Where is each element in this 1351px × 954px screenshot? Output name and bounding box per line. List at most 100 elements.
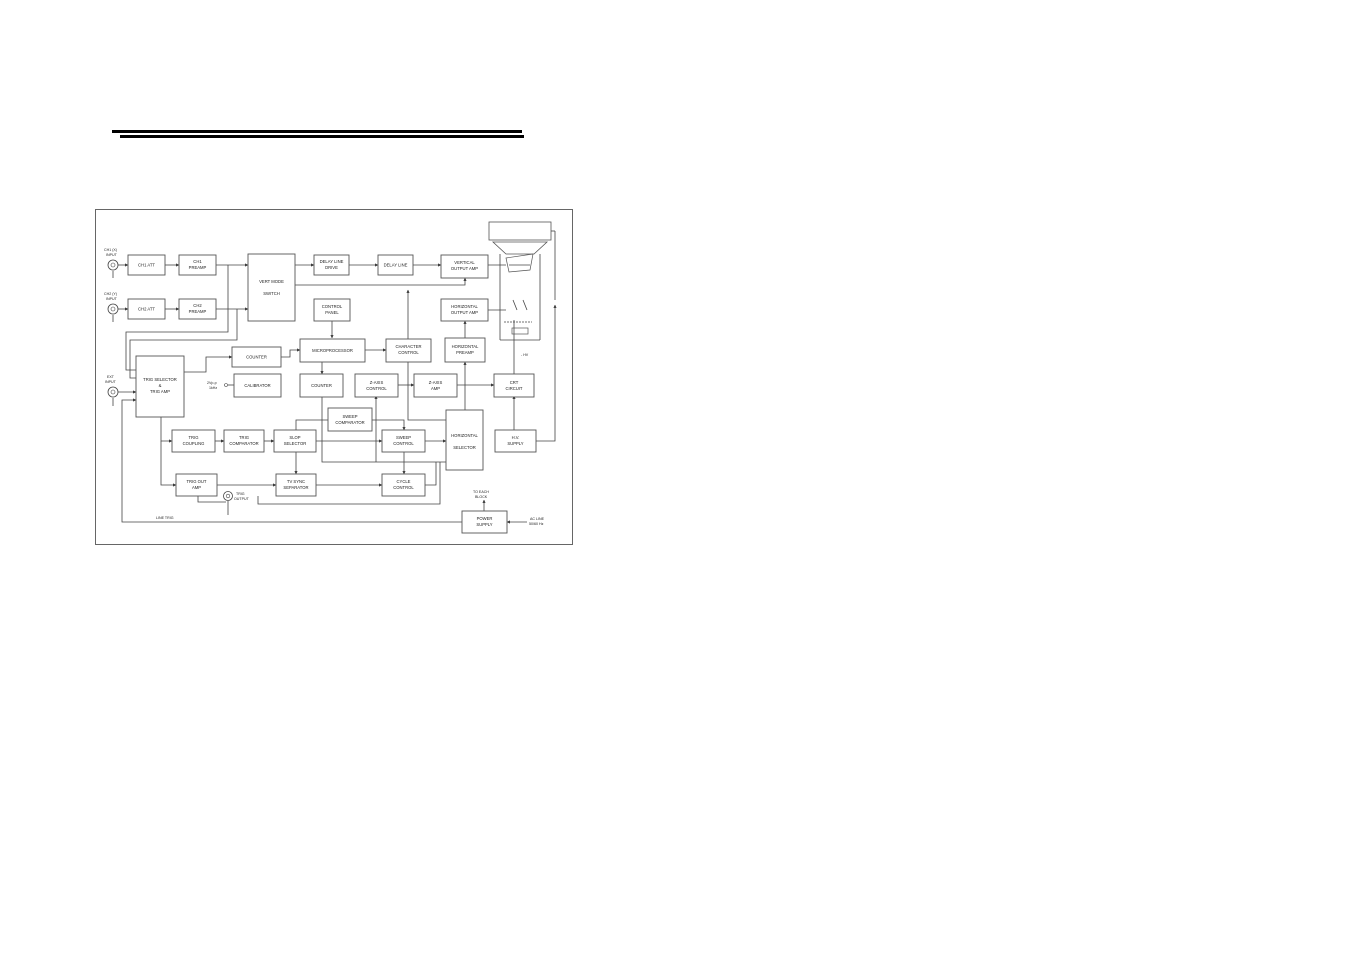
svg-text:PREAMP: PREAMP — [189, 265, 207, 270]
svg-text:CONTROL: CONTROL — [366, 386, 387, 391]
svg-text:SWEEP: SWEEP — [342, 414, 357, 419]
block-delay-line: DELAY LINE — [377, 254, 414, 276]
svg-text:CONTROL: CONTROL — [393, 485, 414, 490]
svg-text:H.V.: H.V. — [512, 435, 520, 440]
svg-text:AMP: AMP — [431, 386, 440, 391]
block-z-axis-control: Z-AXIS CONTROL — [354, 373, 399, 398]
ext-input-label-2: INPUT — [105, 380, 117, 384]
svg-text:COMPARATOR: COMPARATOR — [335, 420, 364, 425]
svg-text:MICROPROCESSOR: MICROPROCESSOR — [312, 348, 353, 353]
svg-text:HORIZONTAL: HORIZONTAL — [451, 433, 478, 438]
svg-text:OUTPUT AMP: OUTPUT AMP — [451, 310, 478, 315]
svg-text:DELAY LINE: DELAY LINE — [320, 259, 344, 264]
ext-input-label-1: EXT — [107, 375, 115, 379]
svg-text:DRIVE: DRIVE — [325, 265, 338, 270]
svg-text:CH2: CH2 — [193, 303, 202, 308]
svg-text:PREAMP: PREAMP — [456, 350, 474, 355]
block-ch1-preamp: CH1 PREAMP — [178, 254, 217, 276]
block-ch2-preamp: CH2 PREAMP — [178, 298, 217, 320]
block-power-supply: POWER SUPPLY — [461, 510, 508, 534]
svg-text:CONTROL: CONTROL — [322, 304, 343, 309]
svg-text:TRIG: TRIG — [239, 435, 249, 440]
block-control-panel: CONTROL PANEL — [313, 298, 351, 322]
svg-text:HORIZONTAL: HORIZONTAL — [451, 304, 478, 309]
svg-text:TRIG AMP: TRIG AMP — [150, 389, 170, 394]
ac-line-label-1: AC LINE — [530, 517, 545, 521]
block-ch1-att: CH1 ATT — [127, 254, 166, 276]
block-cycle-control: CYCLE CONTROL — [381, 473, 426, 497]
svg-text:TRIG SELECTOR: TRIG SELECTOR — [143, 377, 177, 382]
trig-output-label-1: TRIG — [236, 492, 245, 496]
svg-text:PANEL: PANEL — [325, 310, 339, 315]
block-trig-out-amp: TRIG OUT AMP — [175, 473, 218, 497]
svg-text:Z-AXIS: Z-AXIS — [370, 380, 384, 385]
block-delay-line-drive: DELAY LINE DRIVE — [313, 254, 350, 276]
svg-text:OUTPUT AMP: OUTPUT AMP — [451, 266, 478, 271]
trig-output-label-2: OUTPUT — [234, 497, 250, 501]
block-z-axis-amp: Z-AXIS AMP — [413, 373, 458, 398]
svg-text:HORIZONTAL: HORIZONTAL — [452, 344, 479, 349]
block-hv-supply: H.V. SUPPLY — [494, 429, 537, 453]
crt-tube: - HV — [488, 221, 556, 357]
title-rule-top — [112, 130, 522, 133]
block-vertical-output-amp: VERTICAL OUTPUT AMP — [440, 254, 489, 279]
svg-text:CH1: CH1 — [193, 259, 202, 264]
svg-text:CALIBRATOR: CALIBRATOR — [244, 383, 270, 388]
svg-text:CH1 ATT: CH1 ATT — [138, 263, 155, 268]
block-horizontal-selector: HORIZONTAL SELECTOR — [445, 409, 484, 471]
ch1-input-label-2: INPUT — [106, 253, 118, 257]
svg-text:TRIG OUT: TRIG OUT — [186, 479, 206, 484]
block-trig-coupling: TRIG COUPLING — [171, 429, 216, 453]
svg-text:PREAMP: PREAMP — [189, 309, 207, 314]
svg-text:CH2 ATT: CH2 ATT — [138, 307, 155, 312]
svg-text:VERT MODE: VERT MODE — [259, 279, 284, 284]
svg-text:CONTROL: CONTROL — [393, 441, 414, 446]
block-vert-mode-switch: VERT MODE SWITCH — [247, 253, 296, 322]
block-counter-top: COUNTER — [231, 346, 282, 368]
svg-text:SUPPLY: SUPPLY — [507, 441, 523, 446]
block-calibrator: CALIBRATOR — [233, 373, 282, 398]
svg-text:VERTICAL: VERTICAL — [454, 260, 475, 265]
ch2-input-label-1: CH2 (Y) — [104, 292, 117, 296]
svg-text:POWER: POWER — [477, 516, 493, 521]
signal-lines — [112, 263, 557, 524]
block-trig-comparator: TRIG COMPARATOR — [223, 429, 265, 453]
svg-text:COUPLING: COUPLING — [183, 441, 205, 446]
svg-text:SEPARATOR: SEPARATOR — [283, 485, 308, 490]
svg-text:CHARACTER: CHARACTER — [395, 344, 421, 349]
minus-hv-label: - HV — [521, 353, 529, 357]
svg-text:CONTROL: CONTROL — [398, 350, 419, 355]
title-rule-bottom — [120, 135, 524, 138]
svg-text:SWITCH: SWITCH — [263, 291, 280, 296]
cal-terminal — [224, 383, 228, 387]
block-character-control: CHARACTER CONTROL — [385, 338, 432, 363]
svg-text:TRIG: TRIG — [188, 435, 198, 440]
block-sweep-comparator: SWEEP COMPARATOR — [327, 407, 373, 432]
cal-signal-label-1: 2Vp-p — [207, 381, 217, 385]
ch2-input-label-2: INPUT — [106, 297, 118, 301]
svg-text:SELECTOR: SELECTOR — [453, 445, 476, 450]
svg-text:COMPARATOR: COMPARATOR — [229, 441, 258, 446]
block-counter-mid: COUNTER — [299, 373, 344, 398]
block-ch2-att: CH2 ATT — [127, 298, 166, 320]
to-each-block-label-1: TO EACH — [473, 490, 489, 494]
svg-text:Z-AXIS: Z-AXIS — [429, 380, 443, 385]
to-each-block-label-2: BLOCK — [475, 495, 488, 499]
block-tv-sync-separator: TV SYNC SEPARATOR — [275, 473, 317, 497]
input-connectors — [107, 259, 233, 515]
block-sweep-control: SWEEP CONTROL — [381, 429, 426, 453]
svg-text:COUNTER: COUNTER — [311, 383, 332, 388]
block-slop-selector: SLOP SELECTOR — [273, 429, 317, 453]
block-horizontal-preamp: HORIZONTAL PREAMP — [444, 337, 486, 363]
svg-text:SLOP: SLOP — [289, 435, 300, 440]
line-trig-label: LINE TRIG — [156, 516, 174, 520]
ac-line-label-2: 50/60 Hz — [529, 522, 544, 526]
cal-signal-label-2: 1kHz — [209, 386, 217, 390]
ch1-input-label-1: CH1 (X) — [104, 248, 117, 252]
svg-text:TV SYNC: TV SYNC — [287, 479, 305, 484]
svg-text:CIRCUIT: CIRCUIT — [506, 386, 523, 391]
block-microprocessor: MICROPROCESSOR — [299, 338, 366, 363]
svg-text:CRT: CRT — [510, 380, 519, 385]
svg-text:DELAY LINE: DELAY LINE — [384, 263, 408, 268]
svg-text:SUPPLY: SUPPLY — [476, 522, 492, 527]
